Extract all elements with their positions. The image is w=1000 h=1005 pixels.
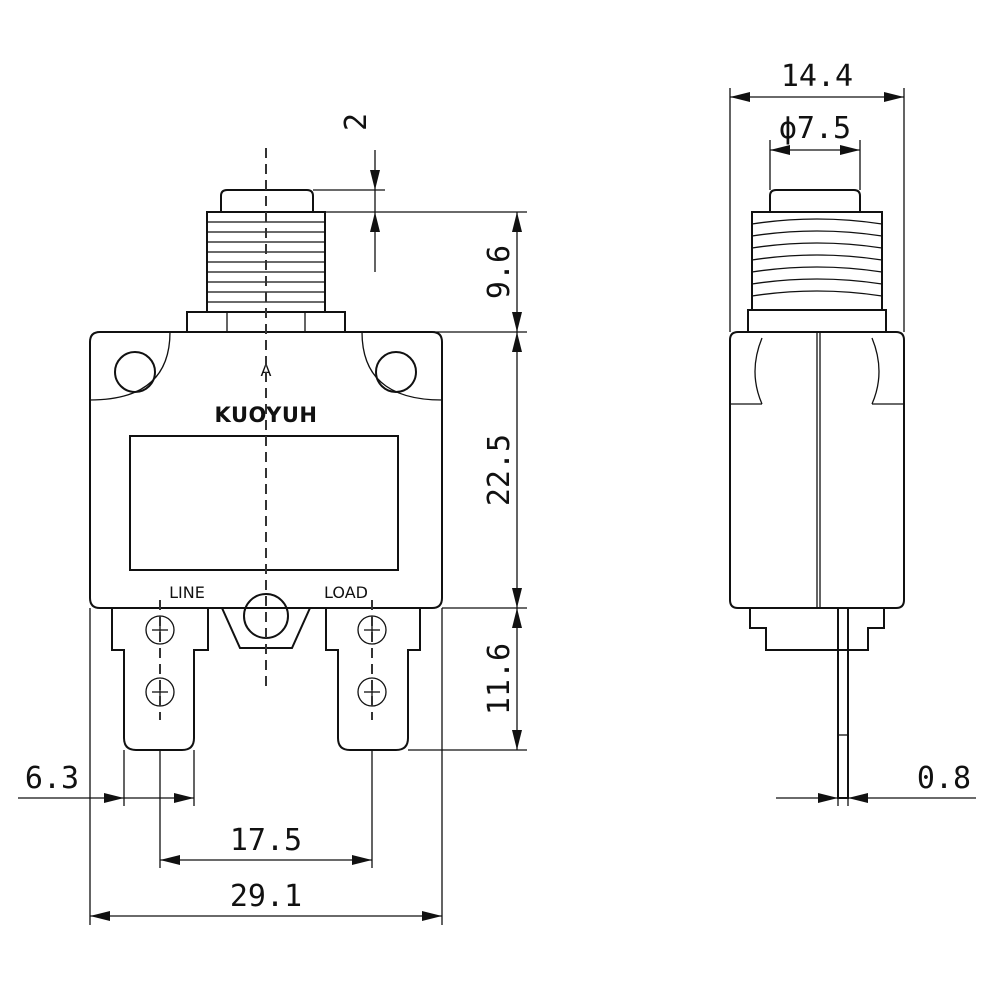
side-threaded-bushing bbox=[751, 211, 883, 311]
mounting-hole-left bbox=[114, 351, 156, 393]
front-view: A KUOYUH LINE LOAD bbox=[89, 148, 443, 751]
dim-terminal-length: 11.6 bbox=[482, 643, 517, 715]
dim-terminal-width: 6.3 bbox=[25, 761, 79, 796]
side-bottom-boss bbox=[749, 608, 885, 651]
load-terminal-label: LOAD bbox=[324, 583, 368, 602]
dim-thread-length: 9.6 bbox=[482, 245, 517, 299]
side-body bbox=[729, 331, 905, 609]
dim-side-thickness: 14.4 bbox=[781, 59, 853, 94]
rating-label: A bbox=[261, 361, 272, 380]
load-terminal bbox=[325, 608, 421, 751]
side-button-cap bbox=[769, 189, 861, 212]
side-mounting-nut bbox=[747, 309, 887, 333]
dim-body-height: 22.5 bbox=[482, 434, 517, 506]
line-terminal bbox=[111, 608, 209, 751]
side-dimensions: 14.4 ϕ7.5 0.8 bbox=[729, 59, 976, 806]
dim-body-width: 29.1 bbox=[230, 879, 302, 914]
label-window bbox=[129, 435, 399, 571]
line-terminal-label: LINE bbox=[169, 583, 205, 602]
dim-blade-thickness: 0.8 bbox=[917, 761, 971, 796]
side-view bbox=[729, 189, 905, 799]
mounting-hole-right bbox=[375, 351, 417, 393]
dim-terminal-spacing: 17.5 bbox=[230, 823, 302, 858]
side-blade-terminal bbox=[837, 607, 849, 799]
front-dimensions: 2 9.6 22.5 11.6 6.3 17.5 bbox=[18, 113, 527, 925]
breaker-body bbox=[89, 331, 443, 609]
dim-thread-diameter: ϕ7.5 bbox=[779, 111, 851, 146]
dim-button-travel: 2 bbox=[339, 113, 374, 131]
